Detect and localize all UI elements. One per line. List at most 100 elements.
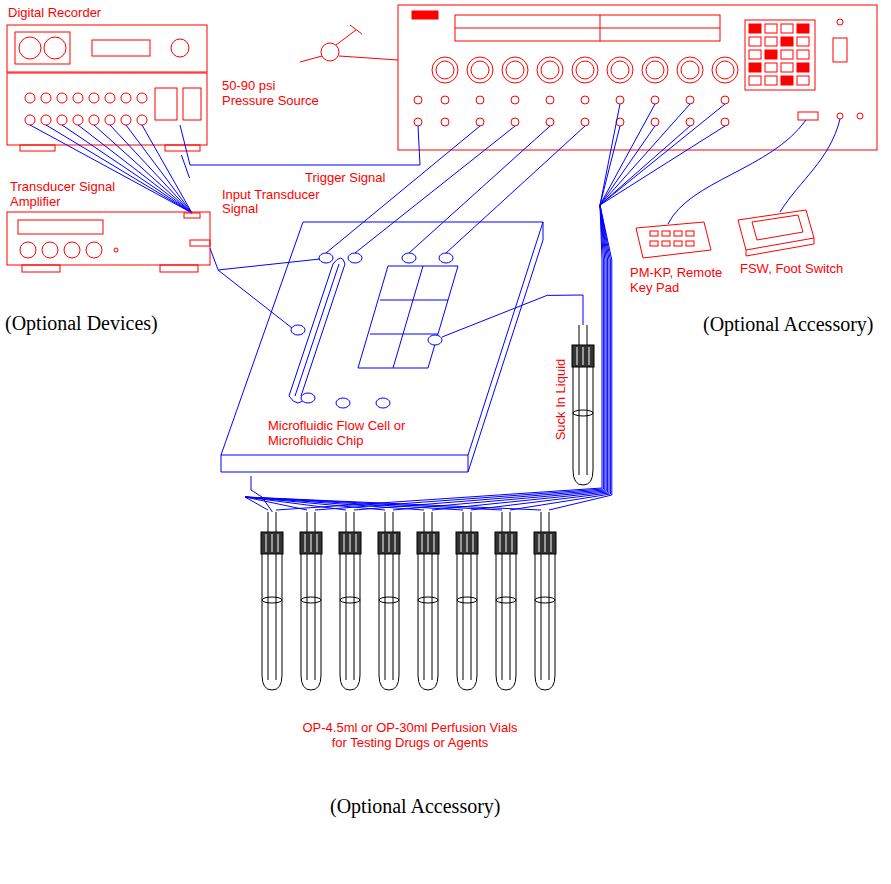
perfusion-vial — [496, 554, 516, 690]
valve-knob — [677, 57, 703, 83]
pump-vial-line — [354, 205, 605, 510]
recorder-input-jack — [57, 115, 67, 125]
pump-vial-line — [432, 205, 608, 510]
valve-knob-inner — [611, 61, 629, 79]
vial-cap — [456, 532, 478, 554]
output-jack — [581, 118, 589, 126]
liquid-level — [535, 597, 555, 603]
amplifier-display — [18, 220, 103, 234]
recorder-display — [92, 40, 150, 56]
footswitch-pedal — [752, 215, 803, 240]
vial-cap — [572, 345, 594, 367]
node-label: OP-4.5ml or OP-30ml Perfusion Vials for … — [295, 720, 525, 750]
key — [797, 24, 809, 33]
perfusion-vial — [262, 554, 282, 690]
recorder-lower-unit — [7, 73, 207, 145]
chip-port — [439, 253, 453, 263]
valve-body — [321, 43, 339, 61]
pump-vial-line — [600, 126, 690, 205]
vial-cap — [378, 532, 400, 554]
indicator-lamp — [114, 248, 118, 252]
vial-tube — [502, 512, 510, 532]
vial-straw — [541, 554, 549, 680]
recorder-jack — [73, 93, 83, 103]
connector-wire — [548, 295, 583, 325]
perfusion-vial — [379, 554, 399, 690]
pressure-pipe — [300, 56, 322, 62]
key — [765, 37, 777, 46]
group-note: (Optional Accessory) — [330, 795, 501, 818]
recorder-input-jack — [137, 115, 147, 125]
liquid-level — [457, 597, 477, 603]
chip-port — [291, 325, 305, 335]
signal-name: Trigger Signal — [305, 170, 385, 185]
vial-straw — [268, 554, 276, 680]
aux-port — [857, 113, 863, 119]
key — [781, 24, 793, 33]
amplifier-knob — [64, 242, 80, 258]
output-jack — [546, 118, 554, 126]
node-label: PM-KP, Remote Key Pad — [630, 265, 726, 295]
footswitch-body — [738, 210, 814, 250]
output-connector — [184, 213, 200, 218]
output-jack — [511, 118, 519, 126]
pump-logo — [412, 11, 438, 19]
recorder-panel — [183, 88, 201, 120]
remote-port — [798, 112, 818, 120]
key — [765, 50, 777, 59]
pump-vial-line — [600, 126, 725, 205]
recorder-jack — [105, 93, 115, 103]
node-label: FSW, Foot Switch — [740, 261, 843, 276]
trigger-jack — [414, 118, 422, 126]
display-divider — [455, 15, 720, 41]
recorder-input-jack — [41, 115, 51, 125]
valve-knob — [467, 57, 493, 83]
key — [650, 241, 658, 246]
vial-cap — [261, 532, 283, 554]
pump-vial-line — [600, 104, 655, 205]
node-label: Digital Recorder — [8, 5, 158, 20]
tape-reel — [19, 37, 41, 59]
key — [686, 231, 694, 236]
perfusion-vial — [301, 554, 321, 690]
key — [749, 50, 761, 59]
chip-top-face — [221, 222, 543, 455]
flow-channel — [289, 264, 333, 396]
key — [674, 231, 682, 236]
key — [781, 63, 793, 72]
valve-handle — [336, 25, 362, 45]
valve-jack — [651, 96, 659, 104]
vial-tube — [541, 512, 549, 532]
valve-knob-inner — [576, 61, 594, 79]
vial-straw — [424, 554, 432, 680]
key — [662, 241, 670, 246]
device-foot — [22, 265, 60, 272]
liquid-level — [573, 410, 593, 416]
node-label: Microfluidic Flow Cell or Microfluidic C… — [268, 418, 443, 448]
valve-jack — [476, 96, 484, 104]
vial-straw — [346, 554, 354, 680]
key — [781, 37, 793, 46]
cap-ridge — [461, 534, 473, 552]
key — [686, 241, 694, 246]
vial-tube — [307, 512, 315, 532]
perfusion-vial — [457, 554, 477, 690]
valve-jack — [546, 96, 554, 104]
vial-tube — [463, 512, 471, 532]
trigger-jack — [414, 96, 422, 104]
cap-ridge — [422, 534, 434, 552]
vial-straw — [579, 367, 587, 475]
connector-wire — [210, 248, 218, 269]
recorder-input-jack — [89, 115, 99, 125]
pump-keypad — [745, 20, 815, 90]
perfusion-vial — [535, 554, 555, 690]
valve-knob — [537, 57, 563, 83]
signal-name: Input Transducer Signal — [222, 188, 330, 216]
node-label: Suck In Liquid — [553, 345, 568, 455]
pump-display — [455, 15, 720, 41]
chip-front-face — [221, 455, 468, 472]
liquid-level — [301, 597, 321, 603]
valve-jack — [441, 96, 449, 104]
vial-cap — [417, 532, 439, 554]
